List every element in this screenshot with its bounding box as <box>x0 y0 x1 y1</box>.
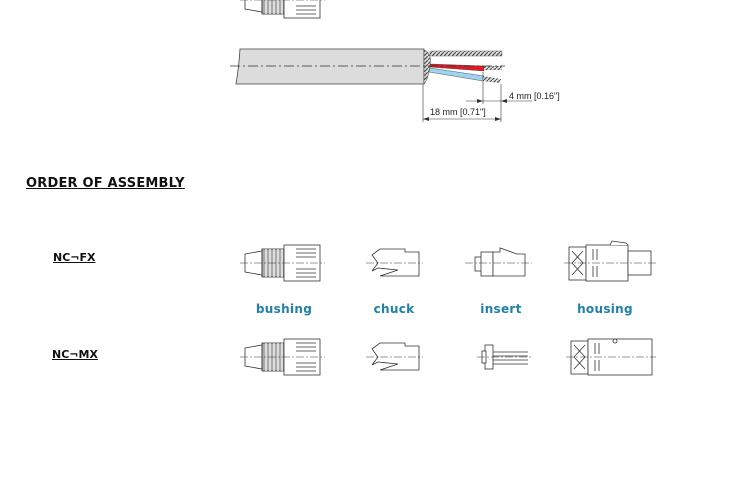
wire-strip-dimension: 4 mm [0.16"] <box>509 91 560 101</box>
part-label-chuck: chuck <box>373 302 415 316</box>
model-label-nc-mx: NC¬MX <box>52 348 98 361</box>
chuck-drawing-fx <box>366 248 423 277</box>
insert-drawing-mx <box>477 344 532 370</box>
chuck-drawing-mx <box>366 342 423 371</box>
section-title: ORDER OF ASSEMBLY <box>26 176 185 191</box>
part-label-bushing: bushing <box>255 302 313 316</box>
part-label-housing: housing <box>577 302 633 316</box>
model-label-nc-fx: NC¬FX <box>53 251 96 264</box>
housing-drawing-mx <box>566 338 656 376</box>
cable-diagram <box>230 48 532 122</box>
housing-drawing-fx <box>564 240 656 282</box>
bushing-drawing <box>240 0 325 19</box>
part-label-insert: insert <box>480 302 522 316</box>
insert-drawing-fx <box>465 247 532 277</box>
strip-length-dimension: 18 mm [0.71"] <box>430 107 486 117</box>
